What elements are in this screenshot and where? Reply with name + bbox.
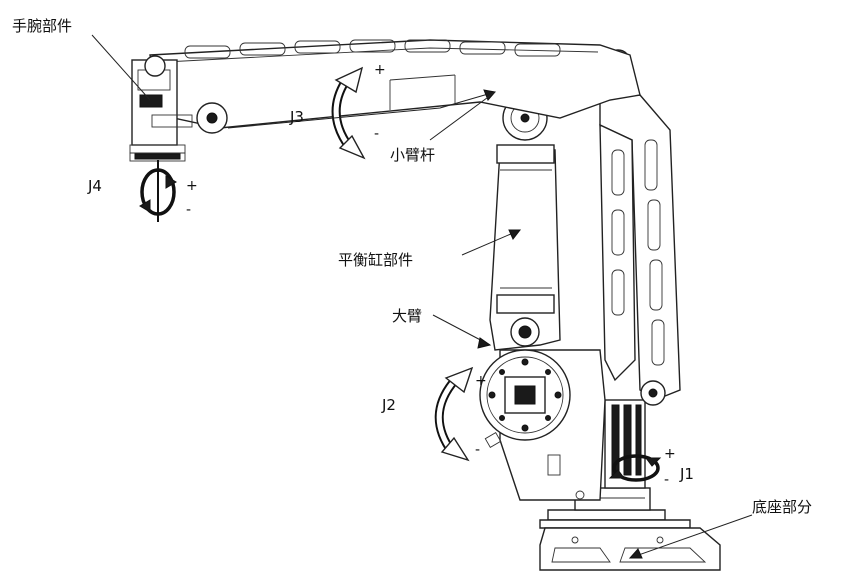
forearm-rod-leader-line [429, 91, 496, 141]
upper-arm [489, 144, 561, 351]
j3-minus-sign: - [374, 126, 379, 142]
j3-rotation-arrow [331, 66, 366, 160]
upper-arm-label: 大臂 [392, 307, 422, 325]
j1-plus-sign: + [664, 446, 676, 462]
j2-joint [479, 349, 571, 448]
wrist-assembly [129, 55, 228, 162]
j1-label: J1 [679, 465, 694, 483]
forearm-rod-label: 小臂杆 [390, 146, 435, 164]
j4-rotation-arrow [139, 160, 177, 222]
j3-plus-sign: + [374, 62, 386, 78]
j2-minus-sign: - [475, 442, 480, 458]
wrist-leader-line [91, 34, 151, 101]
j2-plus-sign: + [475, 373, 487, 389]
j2-rotation-arrow [434, 366, 474, 462]
balance-cylinder-label: 平衡缸部件 [338, 251, 413, 269]
j1-minus-sign: - [664, 472, 669, 488]
j1-rotation-arrow [608, 454, 662, 482]
j3-leader-line [227, 91, 496, 129]
base-leader-line [629, 514, 753, 559]
j4-minus-sign: - [186, 202, 191, 218]
parallel-link [599, 49, 681, 406]
base-assembly [539, 487, 721, 571]
j4-plus-sign: + [186, 178, 198, 194]
j3-label: J3 [289, 108, 304, 126]
j1-motor [604, 399, 646, 489]
base-label: 底座部分 [752, 498, 812, 516]
j4-label: J4 [87, 177, 102, 195]
j2-label: J2 [381, 396, 396, 414]
wrist-label: 手腕部件 [12, 17, 72, 35]
